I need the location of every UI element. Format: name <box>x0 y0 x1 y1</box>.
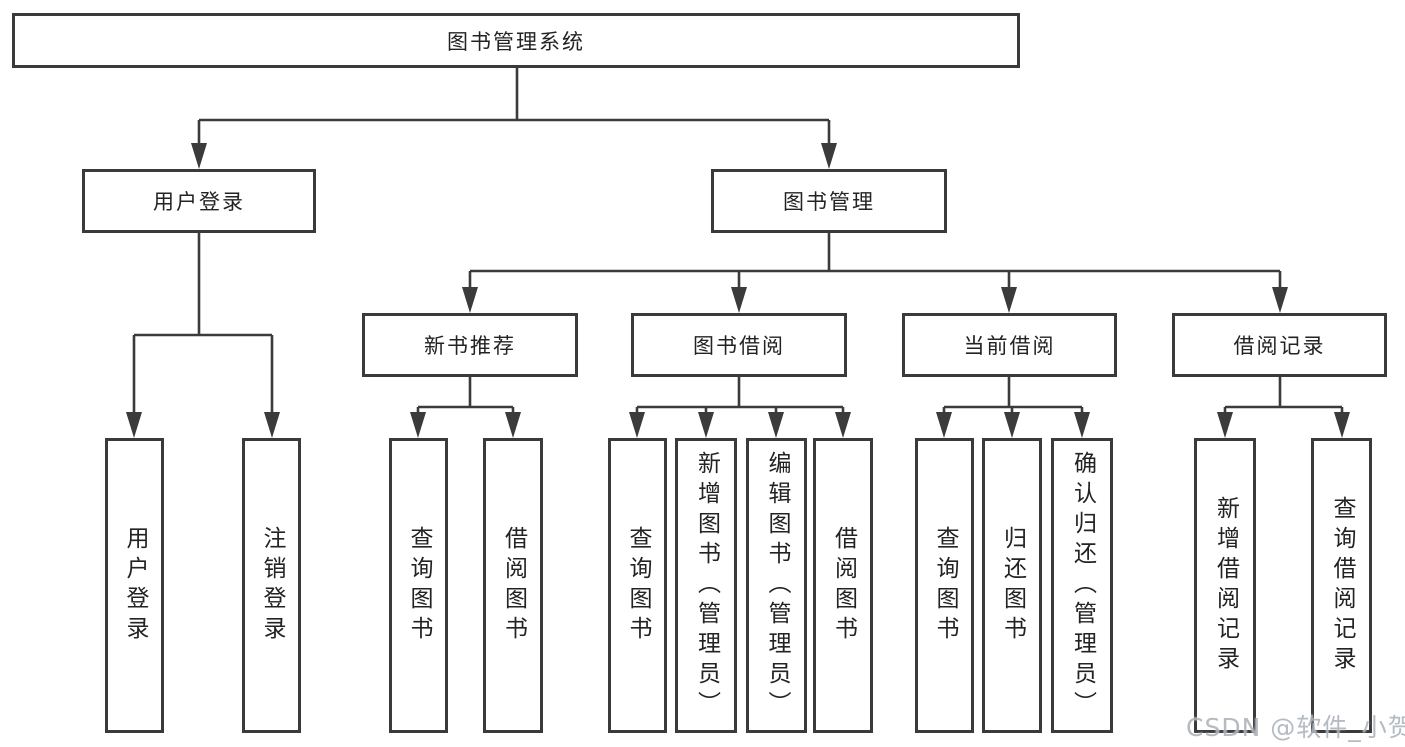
node-book-borrow: 图书借阅 <box>631 313 847 377</box>
leaf-return-book: 归还图书 <box>982 438 1042 733</box>
leaf-edit-book-admin: 编辑图书（管理员） <box>746 438 807 733</box>
leaf-confirm-return-admin: 确认归还（管理员） <box>1051 438 1113 733</box>
leaf-query-borrow-record: 查询借阅记录 <box>1311 438 1372 733</box>
leaf-user-login: 用户登录 <box>105 438 164 733</box>
leaf-add-book-admin: 新增图书（管理员） <box>675 438 737 733</box>
leaf-logout: 注销登录 <box>242 438 301 733</box>
leaf-borrow-books-recommend: 借阅图书 <box>483 438 543 733</box>
leaf-query-books-borrow: 查询图书 <box>608 438 667 733</box>
leaf-add-borrow-record: 新增借阅记录 <box>1194 438 1256 733</box>
leaf-query-books-recommend: 查询图书 <box>389 438 448 733</box>
csdn-watermark: CSDN @软件_小贺同学 <box>1186 713 1405 742</box>
leaf-borrow-books: 借阅图书 <box>813 438 873 733</box>
node-library-management-system: 图书管理系统 <box>12 13 1020 68</box>
node-new-book-recommend: 新书推荐 <box>362 313 578 377</box>
leaf-query-books-current: 查询图书 <box>915 438 974 733</box>
node-current-borrow: 当前借阅 <box>902 313 1117 377</box>
node-book-management: 图书管理 <box>711 169 947 233</box>
node-borrow-records: 借阅记录 <box>1172 313 1387 377</box>
node-user-login: 用户登录 <box>82 169 316 233</box>
